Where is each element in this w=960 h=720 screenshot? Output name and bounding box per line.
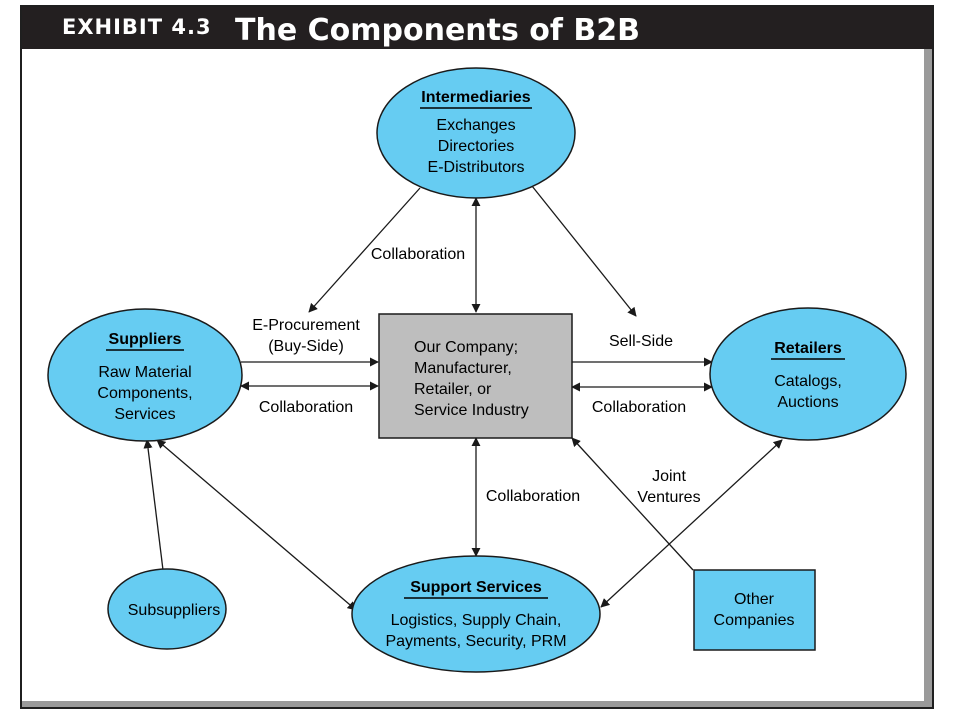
company-line-2: Manufacturer,: [414, 360, 512, 377]
company-line-1: Our Company;: [414, 339, 518, 356]
label-collab-top: Collaboration: [371, 246, 465, 263]
company-line-4: Service Industry: [414, 402, 529, 419]
company-line-3: Retailer, or: [414, 381, 492, 398]
intermediaries-line-1: Exchanges: [436, 117, 515, 134]
label-sellside: Sell-Side: [609, 333, 673, 350]
label-buyside: (Buy-Side): [268, 338, 344, 355]
node-retailers: Retailers Catalogs, Auctions: [709, 307, 907, 441]
other-line-1: Other: [734, 591, 775, 608]
retailers-line-2: Auctions: [777, 394, 838, 411]
frame-shadow: [924, 49, 932, 707]
page-title: The Components of B2B: [235, 13, 640, 48]
suppliers-line-1: Raw Material: [98, 364, 191, 381]
label-eprocurement: E-Procurement: [252, 317, 360, 334]
edge-intermediaries-suppliers: [308, 187, 421, 313]
support-line-1: Logistics, Supply Chain,: [391, 612, 562, 629]
edge-subsuppliers-suppliers: [143, 439, 164, 571]
edge-suppliers-support: [156, 439, 357, 611]
suppliers-title: Suppliers: [109, 331, 182, 348]
edge-intermediaries-retailers: [531, 185, 637, 317]
support-line-2: Payments, Security, PRM: [385, 633, 566, 650]
retailers-line-1: Catalogs,: [774, 373, 842, 390]
node-other-companies: Other Companies: [693, 569, 816, 651]
suppliers-line-2: Components,: [97, 385, 192, 402]
node-company: Our Company; Manufacturer, Retailer, or …: [378, 313, 573, 439]
node-subsuppliers: Subsuppliers: [107, 568, 227, 650]
intermediaries-title: Intermediaries: [421, 89, 530, 106]
frame-bottom-shadow: [22, 701, 932, 707]
support-title: Support Services: [410, 579, 542, 596]
retailers-title: Retailers: [774, 340, 842, 357]
label-ventures: Ventures: [637, 489, 700, 506]
label-collab-left: Collaboration: [259, 399, 353, 416]
node-intermediaries: Intermediaries Exchanges Directories E-D…: [376, 67, 576, 199]
node-suppliers: Suppliers Raw Material Components, Servi…: [47, 308, 243, 442]
suppliers-line-3: Services: [114, 406, 175, 423]
label-collab-right: Collaboration: [592, 399, 686, 416]
label-collab-bottom: Collaboration: [486, 488, 580, 505]
other-line-2: Companies: [714, 612, 795, 629]
label-joint: Joint: [652, 468, 686, 485]
subsuppliers-label: Subsuppliers: [128, 602, 221, 619]
node-support-services: Support Services Logistics, Supply Chain…: [351, 555, 601, 673]
exhibit-number: EXHIBIT 4.3: [62, 15, 212, 39]
title-bar: EXHIBIT 4.3 The Components of B2B: [22, 7, 932, 49]
intermediaries-line-3: E-Distributors: [428, 159, 525, 176]
edge-retailers-support: [600, 439, 783, 608]
intermediaries-line-2: Directories: [438, 138, 514, 155]
